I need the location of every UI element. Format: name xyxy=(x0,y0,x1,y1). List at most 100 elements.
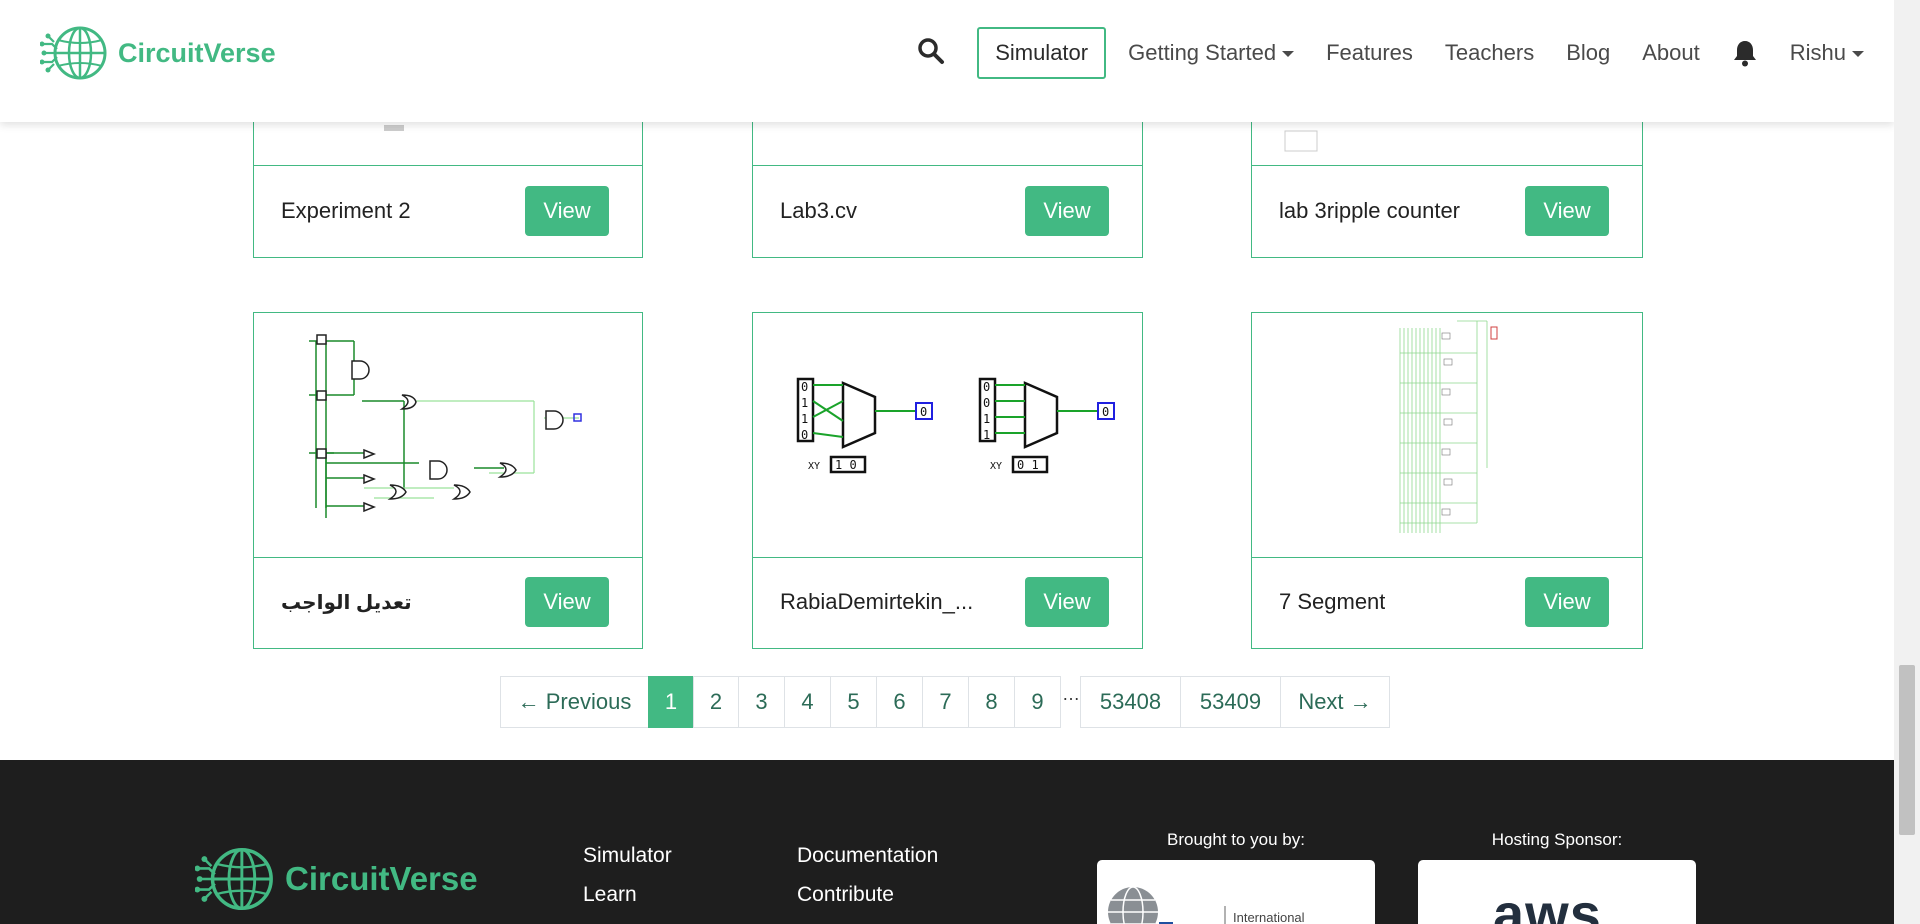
footer-link-contribute[interactable]: Contribute xyxy=(797,883,894,906)
circuit-thumbnail[interactable] xyxy=(254,41,642,166)
card-footer: RabiaDemirtekin_... View xyxy=(753,556,1142,648)
notifications-button[interactable] xyxy=(1716,39,1774,67)
hosting-sponsor-section: Hosting Sponsor: aws xyxy=(1418,830,1696,924)
card-footer: Lab3.cv View xyxy=(753,165,1142,257)
pagination-ellipsis: … xyxy=(1062,684,1080,704)
view-button[interactable]: View xyxy=(1525,577,1609,627)
nav-blog[interactable]: Blog xyxy=(1550,40,1626,66)
card-footer: 7 Segment View xyxy=(1252,556,1642,648)
circuit-name: تعديل الواجب xyxy=(281,591,412,614)
brought-by-section: Brought to you by: International xyxy=(1097,830,1375,924)
svg-text:0: 0 xyxy=(983,396,990,410)
footer-link-documentation[interactable]: Documentation xyxy=(797,844,939,867)
search-icon xyxy=(918,37,945,64)
view-button[interactable]: View xyxy=(1525,186,1609,236)
brought-by-text: International xyxy=(1233,910,1305,924)
pagination-page[interactable]: 4 xyxy=(784,676,831,728)
nav-features-label: Features xyxy=(1326,40,1413,65)
svg-text:XY: XY xyxy=(990,461,1002,472)
brand-name: CircuitVerse xyxy=(118,37,276,68)
card-footer: Experiment 2 View xyxy=(254,165,642,257)
nav-about-label: About xyxy=(1642,40,1700,65)
circuit-preview-image xyxy=(1284,130,1318,152)
pagination-previous[interactable]: ← Previous xyxy=(500,676,649,728)
pagination-page[interactable]: 8 xyxy=(968,676,1015,728)
bell-icon xyxy=(1733,41,1756,67)
caret-down-icon xyxy=(1852,51,1864,57)
pagination-page[interactable]: 5 xyxy=(830,676,877,728)
footer-link-teachers[interactable]: Teachers xyxy=(797,914,938,924)
circuit-thumbnail[interactable] xyxy=(254,313,642,558)
pagination-page[interactable]: 53409 xyxy=(1180,676,1281,728)
pagination-page[interactable]: 1 xyxy=(648,676,694,728)
svg-text:1: 1 xyxy=(983,412,990,426)
page-scrollbar[interactable] xyxy=(1894,0,1920,924)
circuitverse-logo-icon xyxy=(40,26,107,80)
circuit-name: Lab3.cv xyxy=(780,198,858,223)
pagination-page[interactable]: 3 xyxy=(738,676,785,728)
svg-text:XY: XY xyxy=(808,461,820,472)
card-footer: تعديل الواجب View xyxy=(254,556,642,648)
circuit-preview-image xyxy=(309,334,582,518)
user-name: Rishu xyxy=(1789,40,1846,65)
pagination-next[interactable]: Next → xyxy=(1280,676,1390,728)
footer-link-blog[interactable]: Blog xyxy=(583,914,672,924)
footer-link-simulator[interactable]: Simulator xyxy=(583,844,672,867)
nav-teachers[interactable]: Teachers xyxy=(1429,40,1550,66)
nav-teachers-label: Teachers xyxy=(1444,40,1535,65)
circuit-name: lab 3ripple counter xyxy=(1279,198,1461,223)
circuitverse-logo-icon xyxy=(195,847,273,911)
footer-link-learn[interactable]: Learn xyxy=(583,883,637,906)
circuit-thumbnail[interactable] xyxy=(1252,41,1642,166)
circuit-thumbnail[interactable] xyxy=(753,41,1142,166)
circuit-card: 7 Segment View xyxy=(1251,312,1643,649)
aws-logo[interactable]: aws xyxy=(1418,860,1696,924)
svg-text:0: 0 xyxy=(983,380,990,394)
circuit-thumbnail[interactable] xyxy=(1252,313,1642,558)
brand-logo-link[interactable]: CircuitVerse xyxy=(40,18,276,88)
view-button[interactable]: View xyxy=(525,186,609,236)
svg-text:0: 0 xyxy=(801,380,808,394)
nav-about[interactable]: About xyxy=(1626,40,1716,66)
brought-by-label: Brought to you by: xyxy=(1167,830,1305,849)
circuit-preview-image xyxy=(1399,320,1498,533)
svg-text:1: 1 xyxy=(801,396,808,410)
user-menu[interactable]: Rishu xyxy=(1774,40,1864,66)
nav-getting-started[interactable]: Getting Started xyxy=(1112,40,1310,66)
pagination-page[interactable]: 6 xyxy=(876,676,923,728)
svg-text:1: 1 xyxy=(983,428,990,442)
brought-by-logo[interactable]: International xyxy=(1097,860,1375,924)
svg-text:0 1: 0 1 xyxy=(1017,458,1039,472)
scrollbar-thumb[interactable] xyxy=(1899,665,1915,835)
view-button[interactable]: View xyxy=(1025,186,1109,236)
pagination-page[interactable]: 2 xyxy=(693,676,739,728)
view-button[interactable]: View xyxy=(1025,577,1109,627)
pagination-page[interactable]: 53408 xyxy=(1080,676,1181,728)
svg-text:0: 0 xyxy=(801,428,808,442)
circuit-preview-image xyxy=(384,125,404,131)
view-button[interactable]: View xyxy=(525,577,609,627)
search-button[interactable] xyxy=(917,37,977,70)
circuit-name: RabiaDemirtekin_... xyxy=(780,589,974,614)
footer-brand-link[interactable]: CircuitVerse xyxy=(195,838,478,920)
svg-text:1: 1 xyxy=(801,412,808,426)
circuit-card: تعديل الواجب View xyxy=(253,312,643,649)
pagination-page[interactable]: 9 xyxy=(1014,676,1061,728)
site-footer: CircuitVerse Simulator Learn Blog Docume… xyxy=(0,760,1894,924)
main-nav: Simulator Getting Started Features Teach… xyxy=(917,27,1864,79)
footer-links-col-2: Documentation Contribute Teachers xyxy=(797,836,938,924)
nav-simulator[interactable]: Simulator xyxy=(977,27,1107,79)
globe-icon xyxy=(1108,886,1226,924)
svg-text:0: 0 xyxy=(1102,405,1109,419)
nav-features[interactable]: Features xyxy=(1310,40,1429,66)
circuit-name: 7 Segment xyxy=(1279,589,1386,614)
card-footer: lab 3ripple counter View xyxy=(1252,165,1642,257)
nav-simulator-label: Simulator xyxy=(995,40,1089,65)
circuit-name: Experiment 2 xyxy=(281,198,411,223)
caret-down-icon xyxy=(1282,51,1295,57)
pagination-page[interactable]: 7 xyxy=(922,676,969,728)
